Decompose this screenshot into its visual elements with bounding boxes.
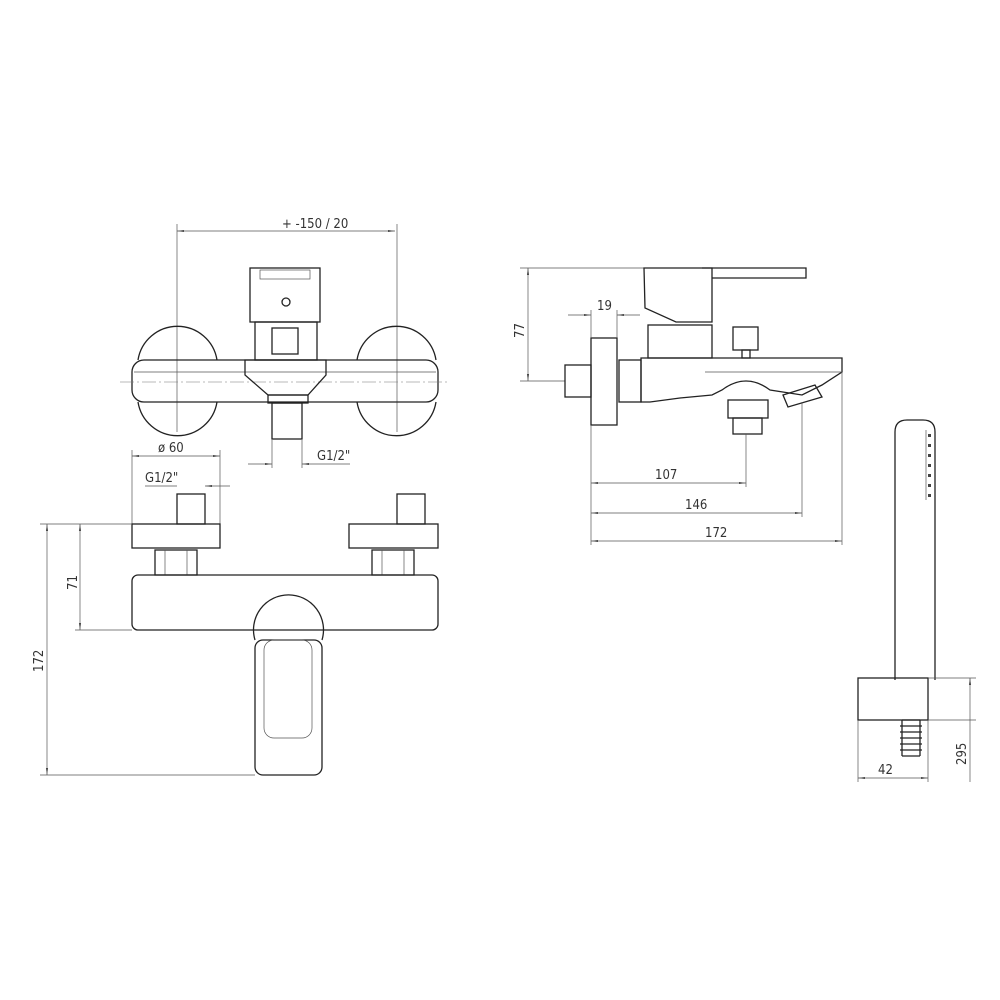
- hand-shower-handle: [894, 419, 936, 680]
- outlet-thread-side: [732, 417, 763, 435]
- left-wall-flange: [137, 325, 218, 437]
- side-lever: [643, 267, 713, 323]
- body-height-label: 71: [66, 575, 81, 590]
- left-flange: [131, 523, 221, 549]
- side-view: 77 19 107 146 172: [513, 267, 843, 545]
- holder-distance-label: 146: [685, 498, 707, 513]
- outlet-distance-label: 107: [655, 468, 677, 483]
- wall-spacing-label: + -150 / 20: [282, 217, 348, 232]
- flange-diameter-label: ø 60: [158, 441, 184, 456]
- wall-bracket: [857, 677, 929, 721]
- side-body: [640, 357, 843, 403]
- bracket-width-label: 42: [878, 763, 893, 778]
- top-view: ø 60 G1/2" 71 172: [32, 441, 439, 776]
- shower-holder: [782, 384, 823, 408]
- outlet-thread-label: G1/2": [317, 449, 350, 464]
- flange-depth-label: 19: [597, 299, 612, 314]
- inlet-thread-label: G1/2": [145, 471, 178, 486]
- mixer-body-top: [131, 574, 439, 631]
- shower-length-label: 295: [955, 743, 970, 765]
- wall-flange-side: [590, 337, 618, 426]
- mixer-body: [131, 359, 439, 403]
- hand-shower-view: 42 295: [857, 419, 976, 782]
- diverter-knob: [732, 326, 759, 351]
- inlet-pin: [564, 364, 592, 398]
- total-depth-label: 172: [705, 526, 727, 541]
- right-nut: [371, 549, 415, 576]
- right-flange: [348, 523, 439, 549]
- spray-nozzles: [928, 434, 931, 497]
- lever-head: [249, 267, 321, 323]
- front-view: + -150 / 20 G1/2": [120, 217, 450, 468]
- screw-hole: [281, 297, 291, 307]
- right-wall-flange: [356, 325, 437, 437]
- total-height-label: 172: [32, 650, 47, 672]
- outlet-connector: [244, 359, 327, 396]
- lever-height-label: 77: [513, 323, 528, 338]
- handle-base: [252, 594, 325, 641]
- hose-connector: [900, 719, 922, 757]
- outlet-thread: [271, 402, 303, 440]
- left-nut: [154, 549, 198, 576]
